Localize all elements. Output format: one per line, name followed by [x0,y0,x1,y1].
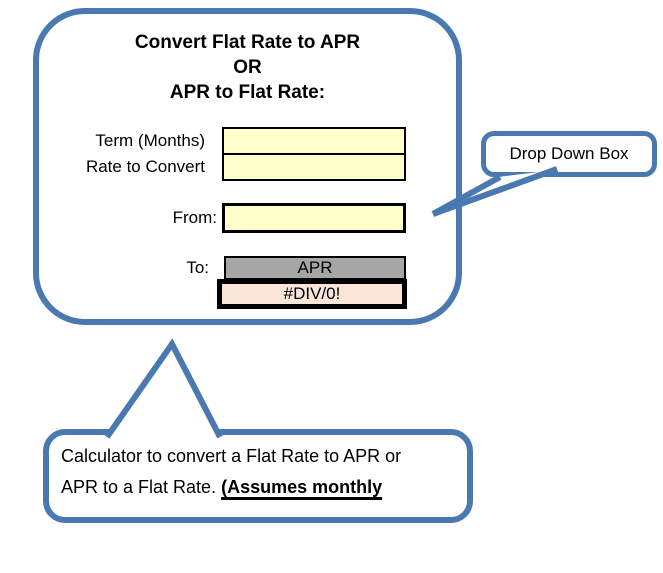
to-value-cell: APR [224,256,406,280]
panel-title: Convert Flat Rate to APR OR APR to Flat … [33,30,462,105]
dropdown-annotation-callout: Drop Down Box [481,131,657,177]
term-months-input[interactable] [222,127,406,155]
rate-to-convert-label: Rate to Convert [85,157,205,176]
description-annotation-callout [43,429,473,523]
from-label: From: [172,208,217,227]
title-line-1: Convert Flat Rate to APR [134,32,361,53]
description-line-2-normal: APR to a Flat Rate. [61,477,222,497]
from-dropdown-input[interactable] [222,203,406,233]
dropdown-annotation-text: Drop Down Box [509,144,629,163]
title-line-3: APR to Flat Rate: [169,82,326,103]
description-line-2: APR to a Flat Rate. (Assumes monthly [61,472,461,503]
description-callout-triangle-pointer [104,338,223,439]
term-months-label: Term (Months) [95,131,205,150]
to-label: To: [186,258,209,277]
description-annotation-text: Calculator to convert a Flat Rate to APR… [61,441,461,503]
result-cell: #DIV/0! [217,279,407,309]
description-line-1: Calculator to convert a Flat Rate to APR… [61,446,402,466]
description-line-2-emphasis: (Assumes monthly [221,477,383,497]
rate-to-convert-input[interactable] [222,153,406,181]
title-line-2: OR [233,57,262,78]
